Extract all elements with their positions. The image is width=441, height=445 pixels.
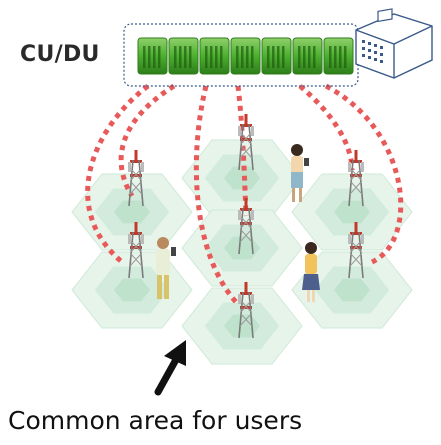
building-icon <box>355 8 433 79</box>
user-figure <box>156 237 176 299</box>
fronthaul-link <box>118 83 176 198</box>
antenna-towers <box>128 114 364 339</box>
coverage-cells <box>71 139 413 365</box>
cell-hexagon <box>181 139 303 217</box>
fronthaul-link <box>298 84 355 171</box>
antenna-tower-icon <box>128 150 144 207</box>
user-figure <box>291 144 309 202</box>
fronthaul-link <box>235 85 249 217</box>
antenna-tower-icon <box>238 198 254 255</box>
fronthaul-link <box>85 84 150 264</box>
antenna-tower-icon <box>128 222 144 279</box>
cu-du-frame <box>123 23 359 87</box>
cell-hexagon <box>71 173 193 251</box>
arrow-up-right-icon <box>154 340 186 396</box>
antenna-tower-icon <box>238 114 254 171</box>
fronthaul-links <box>85 83 404 304</box>
server-unit <box>230 37 261 75</box>
server-unit <box>323 37 354 75</box>
server-unit <box>137 37 168 75</box>
cu-du-label: CU/DU <box>20 42 100 67</box>
fronthaul-link <box>324 83 404 265</box>
antenna-tower-icon <box>238 282 254 339</box>
users <box>156 144 320 302</box>
common-area-caption: Common area for users <box>8 406 303 435</box>
server-unit <box>261 37 292 75</box>
cell-hexagon <box>181 287 303 365</box>
user-figure <box>302 242 320 302</box>
fronthaul-link <box>193 85 238 304</box>
server-unit <box>199 37 230 75</box>
server-rack-icon <box>137 37 354 75</box>
server-unit <box>168 37 199 75</box>
cell-hexagon <box>291 173 413 251</box>
cell-hexagon <box>291 251 413 329</box>
antenna-tower-icon <box>348 222 364 279</box>
antenna-tower-icon <box>348 150 364 207</box>
server-unit <box>292 37 323 75</box>
